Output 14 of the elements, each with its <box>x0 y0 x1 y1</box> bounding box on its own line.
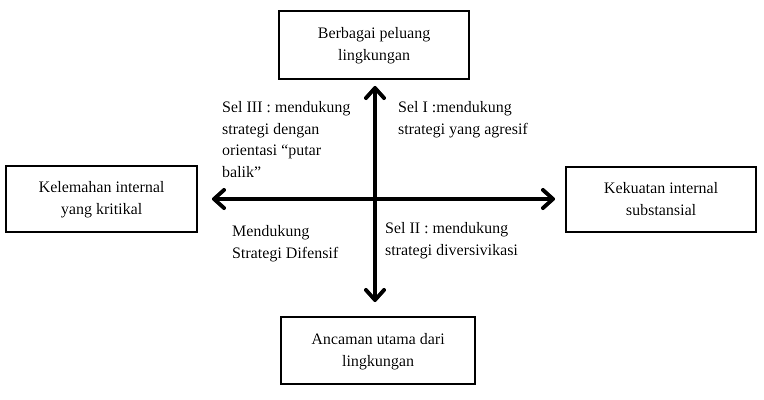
box-label: Berbagai peluang lingkungan <box>316 24 432 66</box>
quadrant-note: Sel III : mendukung strategi dengan orientasi “putar balik” <box>222 98 352 182</box>
concept-box <box>280 316 476 385</box>
quadrant-note: Mendukung Strategi Difensif <box>232 222 340 264</box>
double-headed-arrow <box>212 188 555 210</box>
double-headed-arrow <box>364 86 386 302</box>
concept-box <box>5 165 198 233</box>
box-label: Kelemahan internal yang kritikal <box>38 178 166 220</box>
quadrant-note: Sel I :mendukung strategi yang agresif <box>398 98 529 140</box>
box-label: Ancaman utama dari lingkungan <box>310 330 446 372</box>
box-label: Kekuatan internal substansial <box>602 178 720 220</box>
quadrant-note: Sel II : mendukung strategi diversivikasi <box>385 219 519 260</box>
concept-box <box>278 10 470 80</box>
concept-box <box>565 166 757 233</box>
